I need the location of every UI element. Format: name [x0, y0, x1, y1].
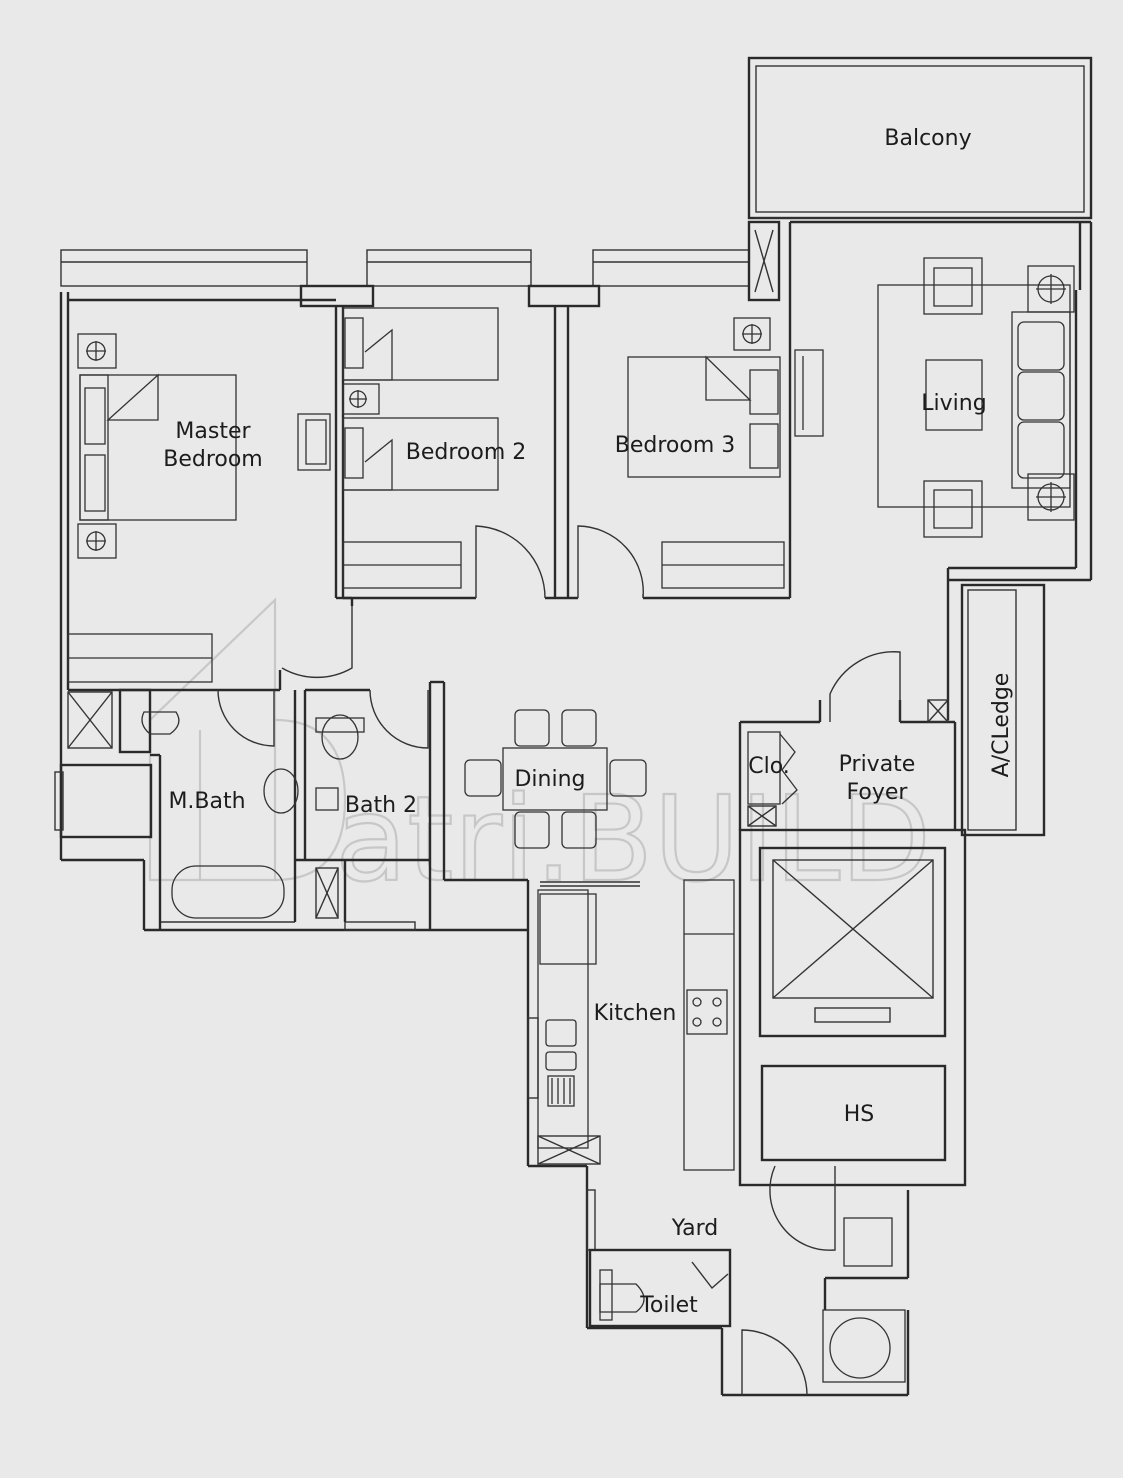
- label-ac-ledge: A/CLedge: [989, 673, 1014, 778]
- label-toilet: Toilet: [639, 1293, 698, 1318]
- label-bedroom-3: Bedroom 3: [615, 433, 736, 458]
- bedroom3-bed: [627, 356, 781, 478]
- kitchen-counter-right: [683, 879, 735, 1171]
- label-living: Living: [921, 391, 986, 416]
- furniture: [67, 257, 1075, 1383]
- bedroom2-bed-lower: [342, 417, 499, 491]
- watermark-text: atri.BUILD: [335, 770, 931, 908]
- label-dining: Dining: [514, 767, 585, 792]
- internal-walls: [54, 306, 792, 931]
- armchair-top: [923, 257, 983, 315]
- watermark: atri.BUILD: [148, 597, 932, 909]
- label-hs: HS: [844, 1102, 875, 1127]
- label-kitchen: Kitchen: [594, 1001, 677, 1026]
- label-private-foyer-1: Private: [839, 752, 916, 777]
- armchair-bottom: [923, 480, 983, 538]
- label-master-bedroom-2: Bedroom: [163, 447, 263, 472]
- bathtub: [171, 865, 285, 919]
- kitchen-counter-left: [537, 889, 589, 1149]
- room-labels: Balcony Living Master Bedroom Bedroom 2 …: [163, 126, 1014, 1318]
- sofa: [1011, 311, 1071, 489]
- balcony-area: [747, 56, 1093, 220]
- bedroom2-bed-upper: [342, 307, 499, 381]
- dining-table: [502, 747, 608, 811]
- label-bedroom-2: Bedroom 2: [406, 440, 527, 465]
- label-bath-2: Bath 2: [345, 793, 417, 818]
- label-yard: Yard: [671, 1216, 719, 1241]
- doors: [217, 525, 901, 1396]
- watermark-logo-curve: [274, 718, 347, 882]
- label-clo: Clo.: [748, 754, 790, 779]
- label-balcony: Balcony: [884, 126, 971, 151]
- label-m-bath: M.Bath: [168, 789, 245, 814]
- coffee-table: [925, 359, 983, 431]
- washing-machine: [822, 1309, 906, 1383]
- outer-walls: [59, 220, 1093, 1397]
- label-master-bedroom-1: Master: [175, 419, 251, 444]
- label-private-foyer-2: Foyer: [847, 780, 909, 805]
